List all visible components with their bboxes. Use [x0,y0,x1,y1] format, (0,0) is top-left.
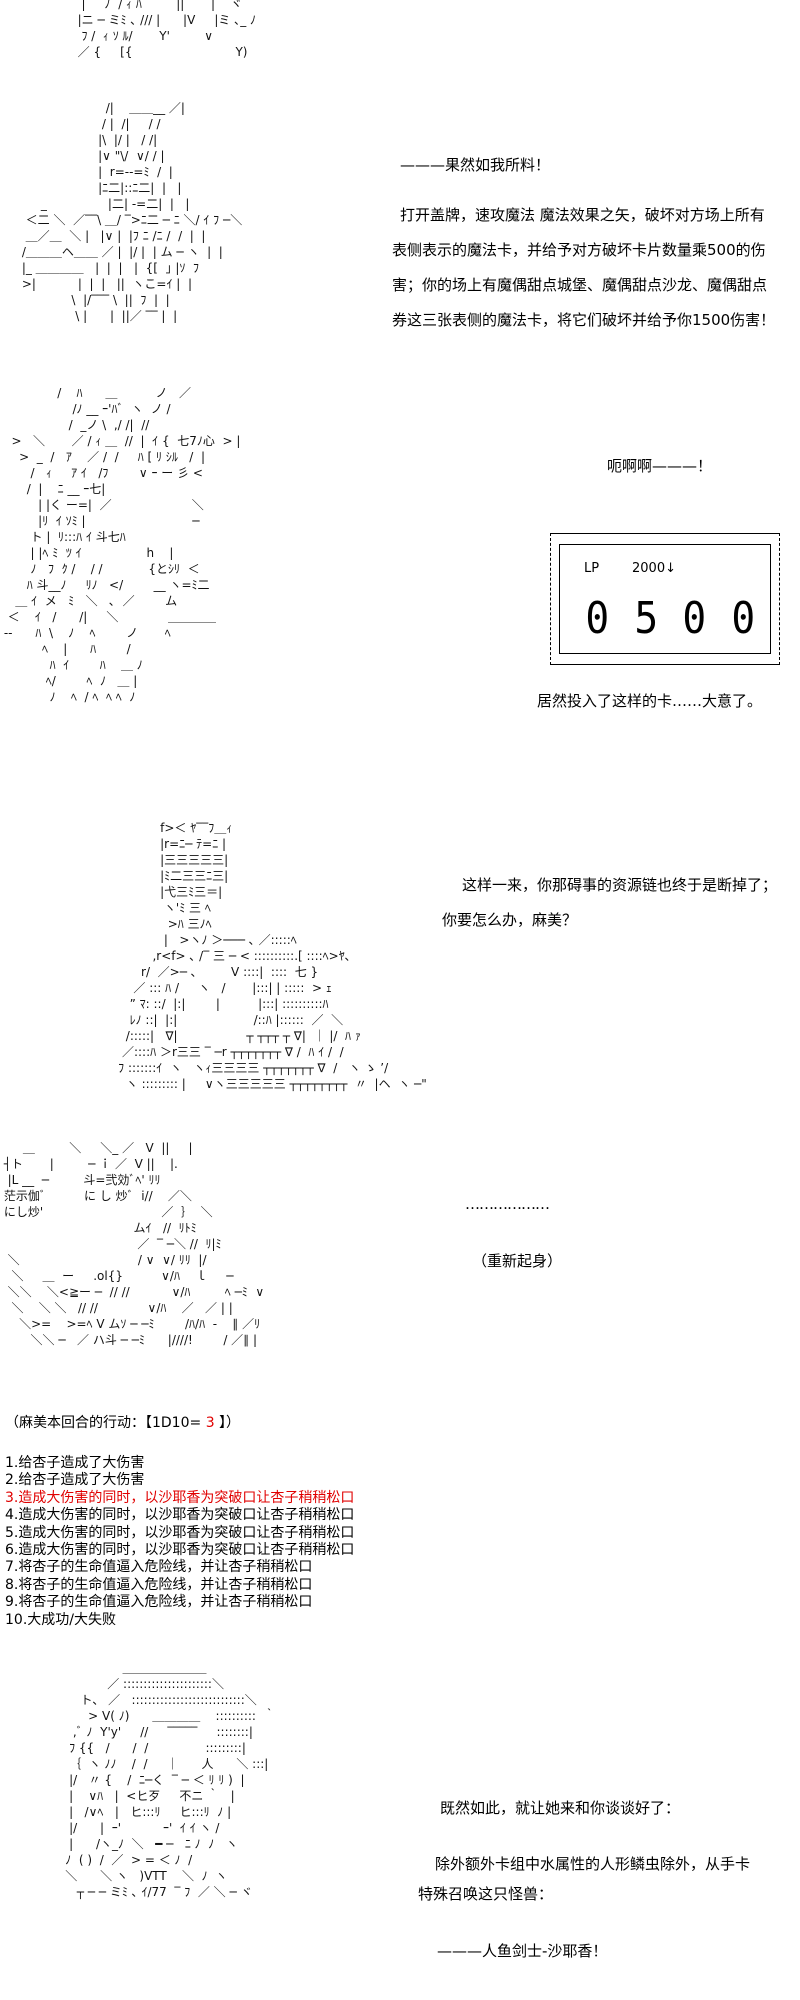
dialogue-spell-effect: 打开盖牌，速攻魔法 魔法效果之矢，破坏对方场上所有 表侧表示的魔法卡，并给予对方… [392,206,775,346]
action-option: 10.大成功/大失败 [5,1611,116,1628]
dialogue-question: 你要怎么办，麻美？ [442,911,578,929]
lp-digit: 0 [730,593,755,644]
dice-roll-prefix: （麻美本回合的行动：【1D10= [5,1415,206,1431]
action-options-list: 1.给杏子造成了大伤害 2.给杏子造成了大伤害 3.造成大伤害的同时，以沙耶香为… [5,1455,354,1629]
spell-effect-line: 表侧表示的魔法卡，并给予对方破坏卡片数量乘500的伤 [392,241,766,259]
action-option: 4.造成大伤害的同时，以沙耶香为突破口让杏子稍稍松口 [5,1507,355,1524]
dialogue-chain-broken: 这样一来，你那碍事的资源链也终于是断掉了； [462,876,778,894]
lp-current-value: 0 5 0 0 [584,597,756,641]
action-option-selected: 3.造成大伤害的同时，以沙耶香为突破口让杏子稍稍松口 [5,1489,355,1506]
dialogue-ellipsis: ……………… [465,1195,550,1213]
action-option: 2.给杏子造成了大伤害 [5,1472,145,1489]
dialogue-summon-condition: 除外额外卡组中水属性的人形鳞虫除外，从手卡 [435,1855,751,1873]
action-option: 5.造成大伤害的同时，以沙耶香为突破口让杏子稍稍松口 [5,1524,355,1541]
spell-effect-line: 打开盖牌，速攻魔法 魔法效果之矢，破坏对方场上所有 [400,206,765,224]
ascii-art-top-fragment: | ﾉ / ｨ ﾊ || | ヾ |ニ ─ ミﾐ ､ /// | |V |ミ ､… [77,0,257,59]
ascii-art-damaged-character: / ﾊ ＿ ノ ／ /ﾉ __ ｰ'ﾊﾞ ヽ ノ / / _ノ \ ,/ /| … [3,386,241,704]
stage-direction-stand-up: （重新起身） [472,1252,563,1270]
dice-roll-header: （麻美本回合的行动：【1D10= 3 】） [5,1414,240,1432]
spell-effect-line: 券这三张表侧的魔法卡，将它们破坏并给予你1500伤害！ [392,311,776,329]
dialogue-special-summon: 特殊召唤这只怪兽： [418,1885,554,1903]
action-option: 7.将杏子的生命值逼入危险线，并让杏子稍稍松口 [5,1559,313,1576]
dice-roll-suffix: 】） [214,1415,241,1431]
dialogue-regret: 居然投入了这样的卡……大意了。 [537,692,763,710]
dialogue-monster-name: ———人鱼剑士-沙耶香！ [437,1942,608,1960]
action-option: 6.造成大伤害的同时，以沙耶香为突破口让杏子稍稍松口 [5,1542,355,1559]
lp-digit: 0 [682,593,707,644]
action-option: 9.将杏子的生命值逼入危险线，并让杏子稍稍松口 [5,1594,313,1611]
lp-previous-value: 2000↓ [632,561,676,576]
ascii-art-mami-portrait: ＿＿＿＿＿＿＿ ／ ::::::::::::::::::::::＼ ト、 ／ :… [65,1661,276,1899]
action-option: 1.给杏子造成了大伤害 [5,1455,145,1471]
spell-effect-line: 害；你的场上有魔偶甜点城堡、魔偶甜点沙龙、魔偶甜点 [392,276,768,294]
dialogue-as-expected: ———果然如我所料！ [400,156,551,174]
dice-roll-result: 3 [205,1415,215,1431]
ascii-art-duelist-card: /| ＿＿__ ／| / | /| / / |\ |/ | / /| |∨ "\… [21,101,243,323]
lp-digit: 5 [633,593,658,644]
ascii-art-mami-rising: ＿ ＼ ＼_ ／ V || | ┤ト | ─ ｉ ／ V || |. |L __… [3,1141,265,1347]
ascii-art-kyoko-standing: f>＜ ﾔ‾‾ﾌ＿ｨ |r=ﾆ─ ﾃ=ﾆ | |三三三三三| |ﾐ二三三ﾆ三| … [118,821,427,1091]
dialogue-scream: 呃啊啊———！ [607,457,713,475]
action-option: 8.将杏子的生命值逼入危险线，并让杏子稍稍松口 [5,1576,313,1593]
lp-label: LP [584,561,600,576]
lp-digit: 0 [585,593,610,644]
life-points-panel: LP 2000↓ 0 5 0 0 [550,533,780,665]
dialogue-let-her-talk: 既然如此，就让她来和你谈谈好了： [440,1799,681,1817]
